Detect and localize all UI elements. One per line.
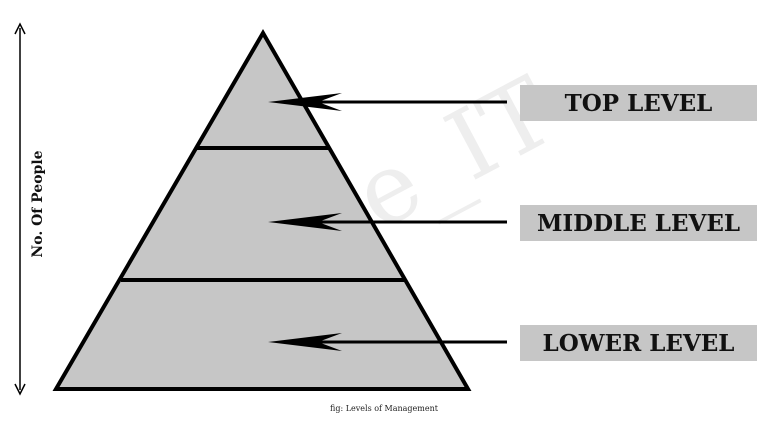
vertical-axis-arrow [14, 22, 26, 396]
figure-caption: fig: Levels of Management [330, 404, 438, 413]
level-label-middle: MIDDLE LEVEL [520, 205, 757, 241]
pyramid-tier-middle [121, 148, 404, 280]
arrow-top [268, 93, 507, 111]
axis-label: No. Of People [30, 150, 46, 258]
pyramid-tier-lower [56, 280, 468, 389]
level-label-top: TOP LEVEL [520, 85, 757, 121]
level-label-lower: LOWER LEVEL [520, 325, 757, 361]
arrow-middle [268, 213, 507, 231]
arrow-lower [268, 333, 507, 351]
pyramid-tier-top [196, 33, 329, 148]
pyramid-outline [52, 29, 472, 391]
